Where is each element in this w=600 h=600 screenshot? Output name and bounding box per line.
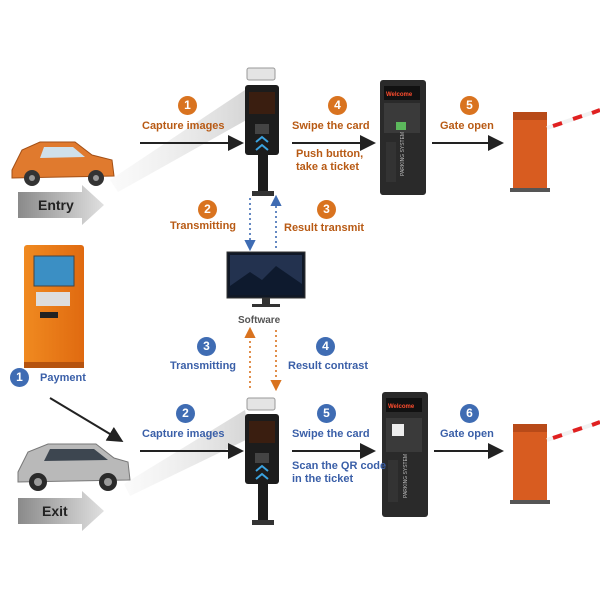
entry-machine-screen-text: Welcome: [386, 92, 413, 98]
entry-step-4-sub2: take a ticket: [296, 161, 359, 173]
entry-ticket-machine: [380, 80, 426, 195]
entry-car: [11, 141, 115, 186]
exit-machine-screen-text: Welcome: [388, 404, 415, 410]
entry-step-5-badge: 5: [460, 96, 479, 115]
exit-lpr-camera: [245, 397, 279, 525]
exit-step-6-badge: 6: [460, 404, 479, 423]
entry-step-3-badge: 3: [317, 200, 336, 219]
entry-step-2-label: Transmitting: [170, 220, 237, 232]
entry-step-1-badge: 1: [178, 96, 197, 115]
software-monitor: [226, 251, 306, 307]
exit-step-1-label: Payment: [40, 372, 86, 384]
exit-label: Exit: [42, 503, 68, 519]
exit-step-5-badge: 5: [317, 404, 336, 423]
exit-step-2-label: Capture images: [142, 428, 225, 440]
exit-step-5-sub2: in the ticket: [292, 473, 354, 485]
software-label: Software: [238, 315, 281, 326]
payment-to-capture-arrow: [49, 397, 124, 443]
exit-barrier-gate: [510, 420, 600, 504]
payment-kiosk: [24, 245, 84, 368]
exit-step-4-badge: 4: [316, 337, 335, 356]
exit-car: [17, 443, 131, 491]
entry-barrier-gate: [510, 108, 600, 192]
entry-step-3-label: Result transmit: [284, 222, 365, 234]
exit-step-3-label: Transmitting: [170, 360, 237, 372]
entry-step-4-sub1: Push button,: [296, 148, 364, 160]
entry-camera-beam: [110, 90, 250, 192]
entry-step-2-badge: 2: [198, 200, 217, 219]
exit-ticket-machine: [382, 392, 428, 517]
exit-step-1-badge: 1: [10, 368, 29, 387]
entry-direction-arrow: [18, 185, 104, 225]
exit-step-5-sub1: Scan the QR code: [292, 460, 387, 472]
exit-camera-beam: [124, 410, 250, 496]
exit-step-5-label: Swipe the card: [292, 428, 370, 440]
entry-step-4-badge: 4: [328, 96, 347, 115]
exit-step-4-label: Result contrast: [288, 360, 369, 372]
exit-direction-arrow: [18, 491, 104, 531]
entry-machine-side-text: PARKING SYSTEM: [400, 132, 406, 176]
exit-step-3-badge: 3: [197, 337, 216, 356]
exit-step-6-label: Gate open: [440, 428, 494, 440]
exit-machine-side-text: PARKING SYSTEM: [403, 454, 409, 498]
entry-step-5-label: Gate open: [440, 120, 494, 132]
entry-step-4-label: Swipe the card: [292, 120, 370, 132]
entry-step-1-label: Capture images: [142, 120, 225, 132]
exit-step-2-badge: 2: [176, 404, 195, 423]
entry-label: Entry: [38, 197, 74, 213]
entry-lpr-camera: [245, 67, 279, 196]
